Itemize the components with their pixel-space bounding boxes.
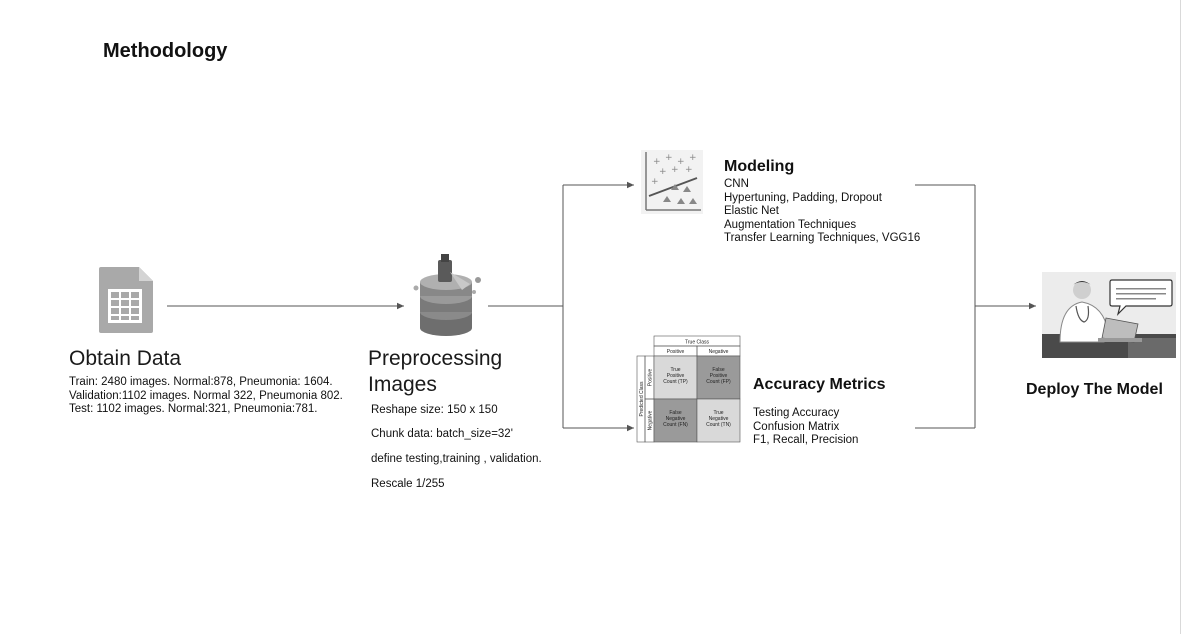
cm-tp-line: Positive [667,373,685,379]
page-divider [1180,0,1181,634]
cm-fn-line: Negative [666,416,686,422]
modeling-item: Augmentation Techniques [724,218,857,231]
cm-tp-line: Count (TP) [663,379,688,385]
modeling-item: Elastic Net [724,205,779,217]
accuracy-metrics-title: Accuracy Metrics [753,376,886,393]
cm-positive-row-label: Positive [648,369,654,387]
modeling-title: Modeling [724,158,795,175]
cm-true-class-label: True Class [685,340,709,346]
obtain-line: Test: 1102 images. Normal:321, Pneumonia… [69,403,318,415]
obtain-data-title: Obtain Data [69,347,182,370]
svg-text:+: + [671,165,679,175]
cm-tn-line: True [713,410,723,416]
metrics-item: Confusion Matrix [753,420,840,433]
metrics-item: F1, Recall, Precision [753,434,859,446]
svg-text:+: + [659,167,667,177]
cm-tp-line: True [670,367,680,373]
cm-fp-line: Positive [710,373,728,379]
obtain-line: Validation:1102 images. Normal 322, Pneu… [69,389,343,402]
cm-fn-line: False [669,410,681,416]
cm-negative-row-label: Negative [648,410,654,430]
scatter-plot-icon: ++++ +++ + [641,150,703,214]
modeling-item: Transfer Learning Techniques, VGG16 [724,232,921,244]
svg-text:+: + [677,157,685,167]
preprocess-step: Rescale 1/255 [371,478,445,490]
preprocess-step: Reshape size: 150 x 150 [371,404,498,416]
cm-positive-col-label: Positive [667,349,685,355]
page-title: Methodology [103,40,228,62]
obtain-line: Train: 2480 images. Normal:878, Pneumoni… [69,376,333,388]
obtain-data-details: Train: 2480 images. Normal:878, Pneumoni… [69,376,343,417]
svg-text:+: + [651,177,659,187]
modeling-item: Hypertuning, Padding, Dropout [724,191,882,204]
cm-predicted-class-label: Predicted Class [639,381,645,417]
cm-fn-line: Count (FN) [663,422,688,428]
cm-fp-line: False [712,367,724,373]
modeling-item: CNN [724,178,749,190]
svg-text:+: + [665,153,673,163]
modeling-list: CNN Hypertuning, Padding, Dropout Elasti… [724,178,920,246]
preprocessing-title-line2: Images [368,373,437,396]
cm-negative-col-label: Negative [709,349,729,355]
metrics-list: Testing Accuracy Confusion Matrix F1, Re… [753,407,858,448]
svg-text:+: + [685,165,693,175]
spreadsheet-document-icon [95,265,155,335]
database-cleaning-icon [410,250,490,342]
deploy-title: Deploy The Model [1026,381,1163,398]
cm-fp-line: Count (FP) [706,379,731,385]
doctor-laptop-icon [1042,272,1176,358]
svg-text:+: + [689,153,697,163]
preprocess-step: Chunk data: batch_size=32' [371,428,513,440]
metrics-item: Testing Accuracy [753,407,840,419]
svg-text:+: + [653,157,661,167]
cm-tn-line: Negative [709,416,729,422]
preprocessing-title-line1: Preprocessing [368,347,503,370]
confusion-matrix-icon: True Class Positive Negative Predicted C… [636,335,741,443]
cm-tn-line: Count (TN) [706,422,731,428]
preprocess-step: define testing,training , validation. [371,453,542,465]
